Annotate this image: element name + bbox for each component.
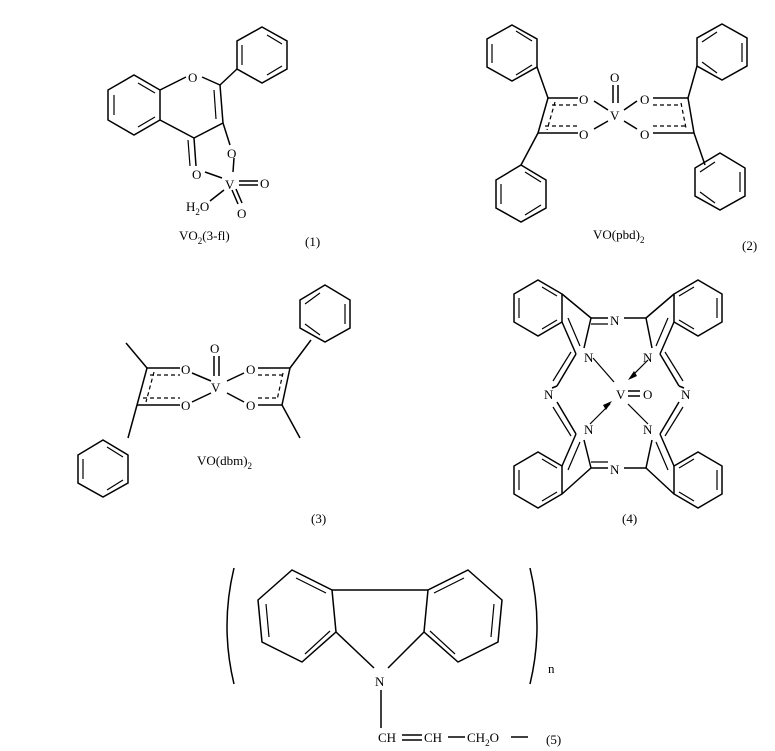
ligand-oxygen-label: O — [181, 362, 190, 377]
oxo-oxygen-label: O — [610, 70, 619, 85]
right-bracket — [529, 567, 538, 685]
pyrrole-nitrogen-label: N — [643, 422, 653, 437]
vanadium-label: V — [616, 387, 626, 402]
oxo-oxygen-label: O — [237, 206, 246, 221]
compound-number: (4) — [622, 511, 637, 526]
left-bracket — [226, 567, 235, 685]
water-label: H2O — [186, 199, 209, 217]
compound-name: VO2(3-fl) — [179, 228, 230, 246]
compound-1: O O O V O O H2O VO2(3-fl) (1) — [107, 26, 320, 249]
vanadium-label: V — [225, 177, 235, 192]
pyrrole-nitrogen-label: N — [584, 422, 594, 437]
compound-2: O O V O O O VO(pbd)2 (2) — [486, 23, 757, 253]
carbazole-nitrogen-label: N — [375, 674, 385, 689]
oxo-oxygen-label: O — [210, 341, 219, 356]
compound-number: (1) — [305, 234, 320, 249]
vanadium-label: V — [610, 108, 620, 123]
meso-nitrogen-label: N — [544, 387, 554, 402]
ligand-oxygen-label: O — [640, 92, 649, 107]
ligand-oxygen-label: O — [246, 398, 255, 413]
ligand-oxygen-label: O — [246, 362, 255, 377]
repeat-count-label: n — [548, 661, 555, 676]
vanadium-label: V — [211, 380, 221, 395]
compound-4: N N N N N V O N N N (4) — [513, 279, 723, 526]
compound-number: (2) — [742, 238, 757, 253]
ligand-oxygen-label: O — [579, 127, 588, 142]
ligand-oxygen-label: O — [181, 398, 190, 413]
pyrrole-nitrogen-label: N — [643, 350, 653, 365]
meso-nitrogen-label: N — [610, 462, 620, 477]
chain-ch2-label: CH2O — [467, 730, 499, 748]
chain-ch-label: CH — [378, 730, 396, 745]
compound-5: n N CH CH CH2O (5) — [226, 567, 561, 748]
oxo-oxygen-label: O — [260, 176, 269, 191]
meso-nitrogen-label: N — [610, 313, 620, 328]
ligand-oxygen-label: O — [640, 127, 649, 142]
chain-ch-label: CH — [424, 730, 442, 745]
compound-name: VO(pbd)2 — [593, 227, 644, 245]
ring-oxygen-label: O — [188, 70, 197, 85]
enolate-oxygen-label: O — [227, 146, 236, 161]
compound-number: (5) — [546, 732, 561, 747]
compound-number: (3) — [311, 511, 326, 526]
carbonyl-oxygen-label: O — [192, 167, 201, 182]
compound-3: O O V O O O VO(dbm)2 (3) — [77, 284, 351, 526]
meso-nitrogen-label: N — [681, 387, 691, 402]
pyrrole-nitrogen-label: N — [584, 350, 594, 365]
compound-name: VO(dbm)2 — [197, 453, 252, 471]
oxo-oxygen-label: O — [643, 387, 652, 402]
ligand-oxygen-label: O — [579, 92, 588, 107]
